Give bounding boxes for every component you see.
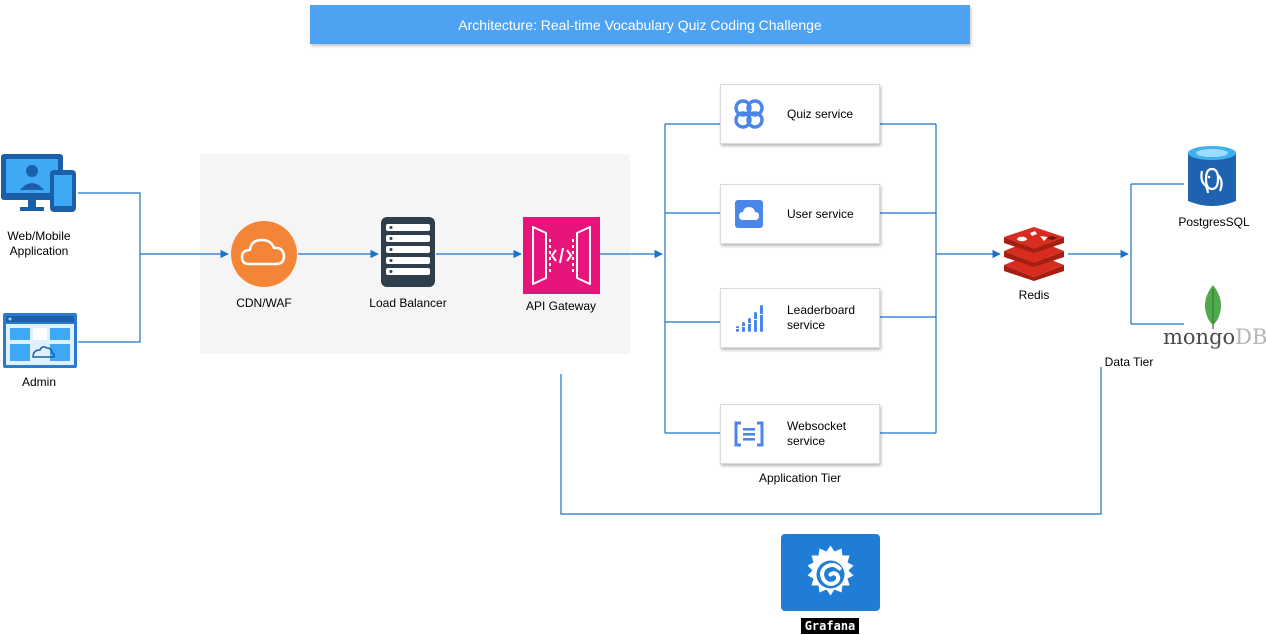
grafana-label: Grafana <box>801 618 859 634</box>
quiz-service-box: Quiz service <box>720 84 880 144</box>
web-mobile-client-label: Web/Mobile Application <box>7 229 71 258</box>
connector-client-web <box>78 192 141 254</box>
redis-label: Redis <box>1018 288 1050 302</box>
user-service-box: User service <box>720 184 880 244</box>
api-gateway-label: API Gateway <box>525 299 597 313</box>
quiz-service-icon <box>733 98 765 130</box>
user-service-label: User service <box>787 206 854 221</box>
postgres-label: PostgresSQL <box>1178 215 1250 229</box>
grafana-label-text: Grafana <box>804 619 856 633</box>
api-gateway-icon <box>523 217 600 294</box>
user-service-cloud-icon <box>733 198 765 230</box>
mongodb-wordmark: mongo <box>1163 325 1236 349</box>
diagram-title: Architecture: Real-time Vocabulary Quiz … <box>310 5 970 44</box>
mongodb-leaf-icon <box>1200 283 1226 331</box>
mongodb-logo: mongoDB <box>1163 324 1266 350</box>
redis-icon <box>1002 227 1066 281</box>
admin-dashboard-icon <box>3 313 77 368</box>
quiz-service-label: Quiz service <box>787 106 854 121</box>
mongodb-db-mark: DB <box>1235 325 1266 349</box>
load-balancer-icon <box>380 216 436 288</box>
websocket-service-icon <box>733 418 765 450</box>
data-tier-label: Data Tier <box>1104 355 1154 369</box>
connector-client-admin <box>78 254 141 343</box>
load-balancer-label: Load Balancer <box>369 296 447 310</box>
cdn-waf-label: CDN/WAF <box>236 296 292 310</box>
web-mobile-client-icon <box>0 152 78 214</box>
postgres-icon <box>1186 145 1238 209</box>
grafana-icon <box>781 534 880 611</box>
cdn-waf-icon <box>230 220 298 288</box>
leaderboard-service-icon <box>733 302 765 334</box>
application-tier-label: Application Tier <box>758 471 842 485</box>
monitoring-loop <box>560 367 1102 515</box>
admin-label: Admin <box>21 375 56 389</box>
